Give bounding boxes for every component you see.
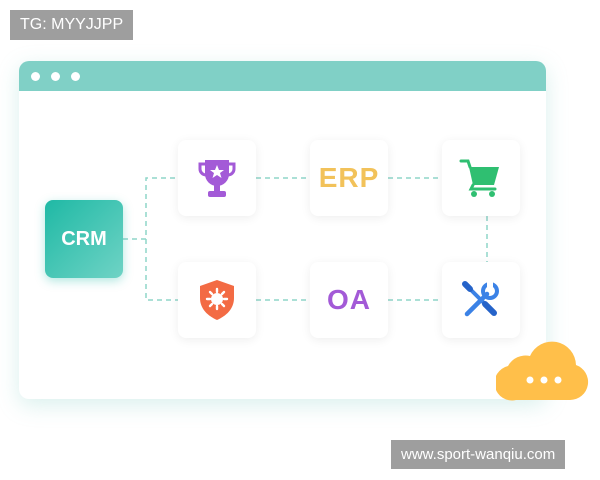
window-dot-2[interactable] <box>51 71 60 81</box>
connector-crm-trophy <box>123 177 178 240</box>
oa-label: OA <box>327 284 371 315</box>
window-titlebar <box>19 61 546 91</box>
wrench-screwdriver-icon <box>462 281 499 317</box>
shopping-cart-icon <box>459 159 499 197</box>
erp-label: ERP <box>318 162 380 193</box>
shield-tile[interactable] <box>178 262 256 338</box>
watermark-bottom: www.sport-wanqiu.com <box>391 440 566 469</box>
trophy-tile[interactable] <box>178 140 256 216</box>
window-dot-1[interactable] <box>31 71 40 81</box>
crm-label: CRM <box>61 227 107 250</box>
crm-hub[interactable]: CRM <box>45 200 123 278</box>
watermark-top: TG: MYYJJPP <box>10 10 134 40</box>
connector-crm-shield <box>145 239 178 301</box>
window-dot-3[interactable] <box>71 71 80 81</box>
trophy-icon <box>198 160 236 197</box>
tools-tile[interactable] <box>442 262 520 338</box>
erp-tile[interactable]: ERP <box>310 140 388 216</box>
cloud-icon[interactable] <box>496 336 592 402</box>
shield-virus-icon <box>200 280 234 320</box>
cart-tile[interactable] <box>442 140 520 216</box>
oa-tile[interactable]: OA <box>310 262 388 338</box>
